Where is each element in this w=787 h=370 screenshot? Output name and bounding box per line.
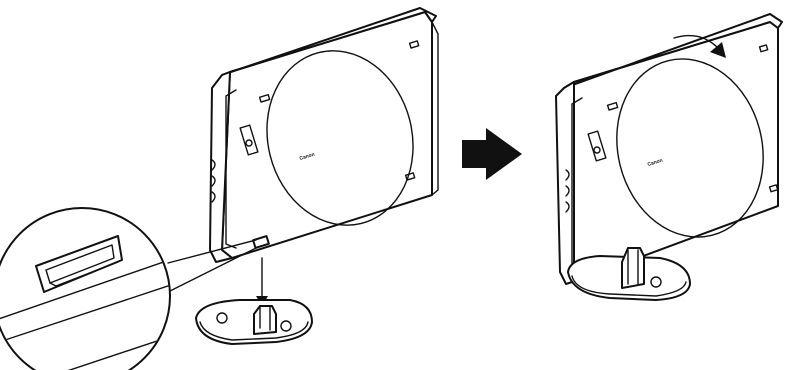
magnified-slot-inner [45,244,115,284]
left-stand-post-detail [259,305,271,331]
magnifier-callout [0,207,171,370]
right-stand-rim [571,275,687,297]
left-slot-b [408,40,420,49]
right-slot-c [768,184,779,193]
right-stand-hole [650,276,662,288]
left-scanner-right-strip [431,21,439,196]
left-scanner-body [221,11,433,259]
right-arrow-icon [462,128,522,180]
callout-lines [159,239,257,297]
right-button-panel [587,130,607,162]
left-stand-hole-a [216,312,228,324]
right-slot-b [758,44,769,53]
left-slot-c [404,172,416,181]
right-slot-a [606,101,619,111]
left-mount-slot [252,235,270,249]
left-button-panel [239,124,259,156]
right-side-buttons [565,169,570,213]
right-stand-post [621,247,645,289]
right-stand-post-detail [627,249,639,285]
curved-arrow-icon [673,34,726,58]
right-scanner: Canon [555,13,783,285]
left-scanner: Canon [209,7,439,263]
down-arrow-icon [256,257,268,306]
left-stand-hole-b [280,320,292,332]
magnified-slot-shadow [49,261,119,287]
right-stand [567,247,691,301]
curved-arrow-head [710,42,726,58]
left-stand-post [253,305,277,335]
left-stand-rim [199,321,309,341]
right-scanner-body [573,21,779,279]
left-slot-a [258,93,271,103]
magnified-edge-top [0,257,169,323]
left-power-button [245,139,253,147]
magnified-edge-mid [0,281,169,346]
left-side-buttons [211,159,216,203]
curved-arrow-shaft [673,34,719,49]
right-scanner-lid-circle [616,58,764,238]
left-scanner-lid-circle [266,50,414,226]
left-logo: Canon [299,152,316,162]
right-logo: Canon [647,158,664,168]
right-power-button [593,146,601,154]
left-stand [195,299,313,345]
